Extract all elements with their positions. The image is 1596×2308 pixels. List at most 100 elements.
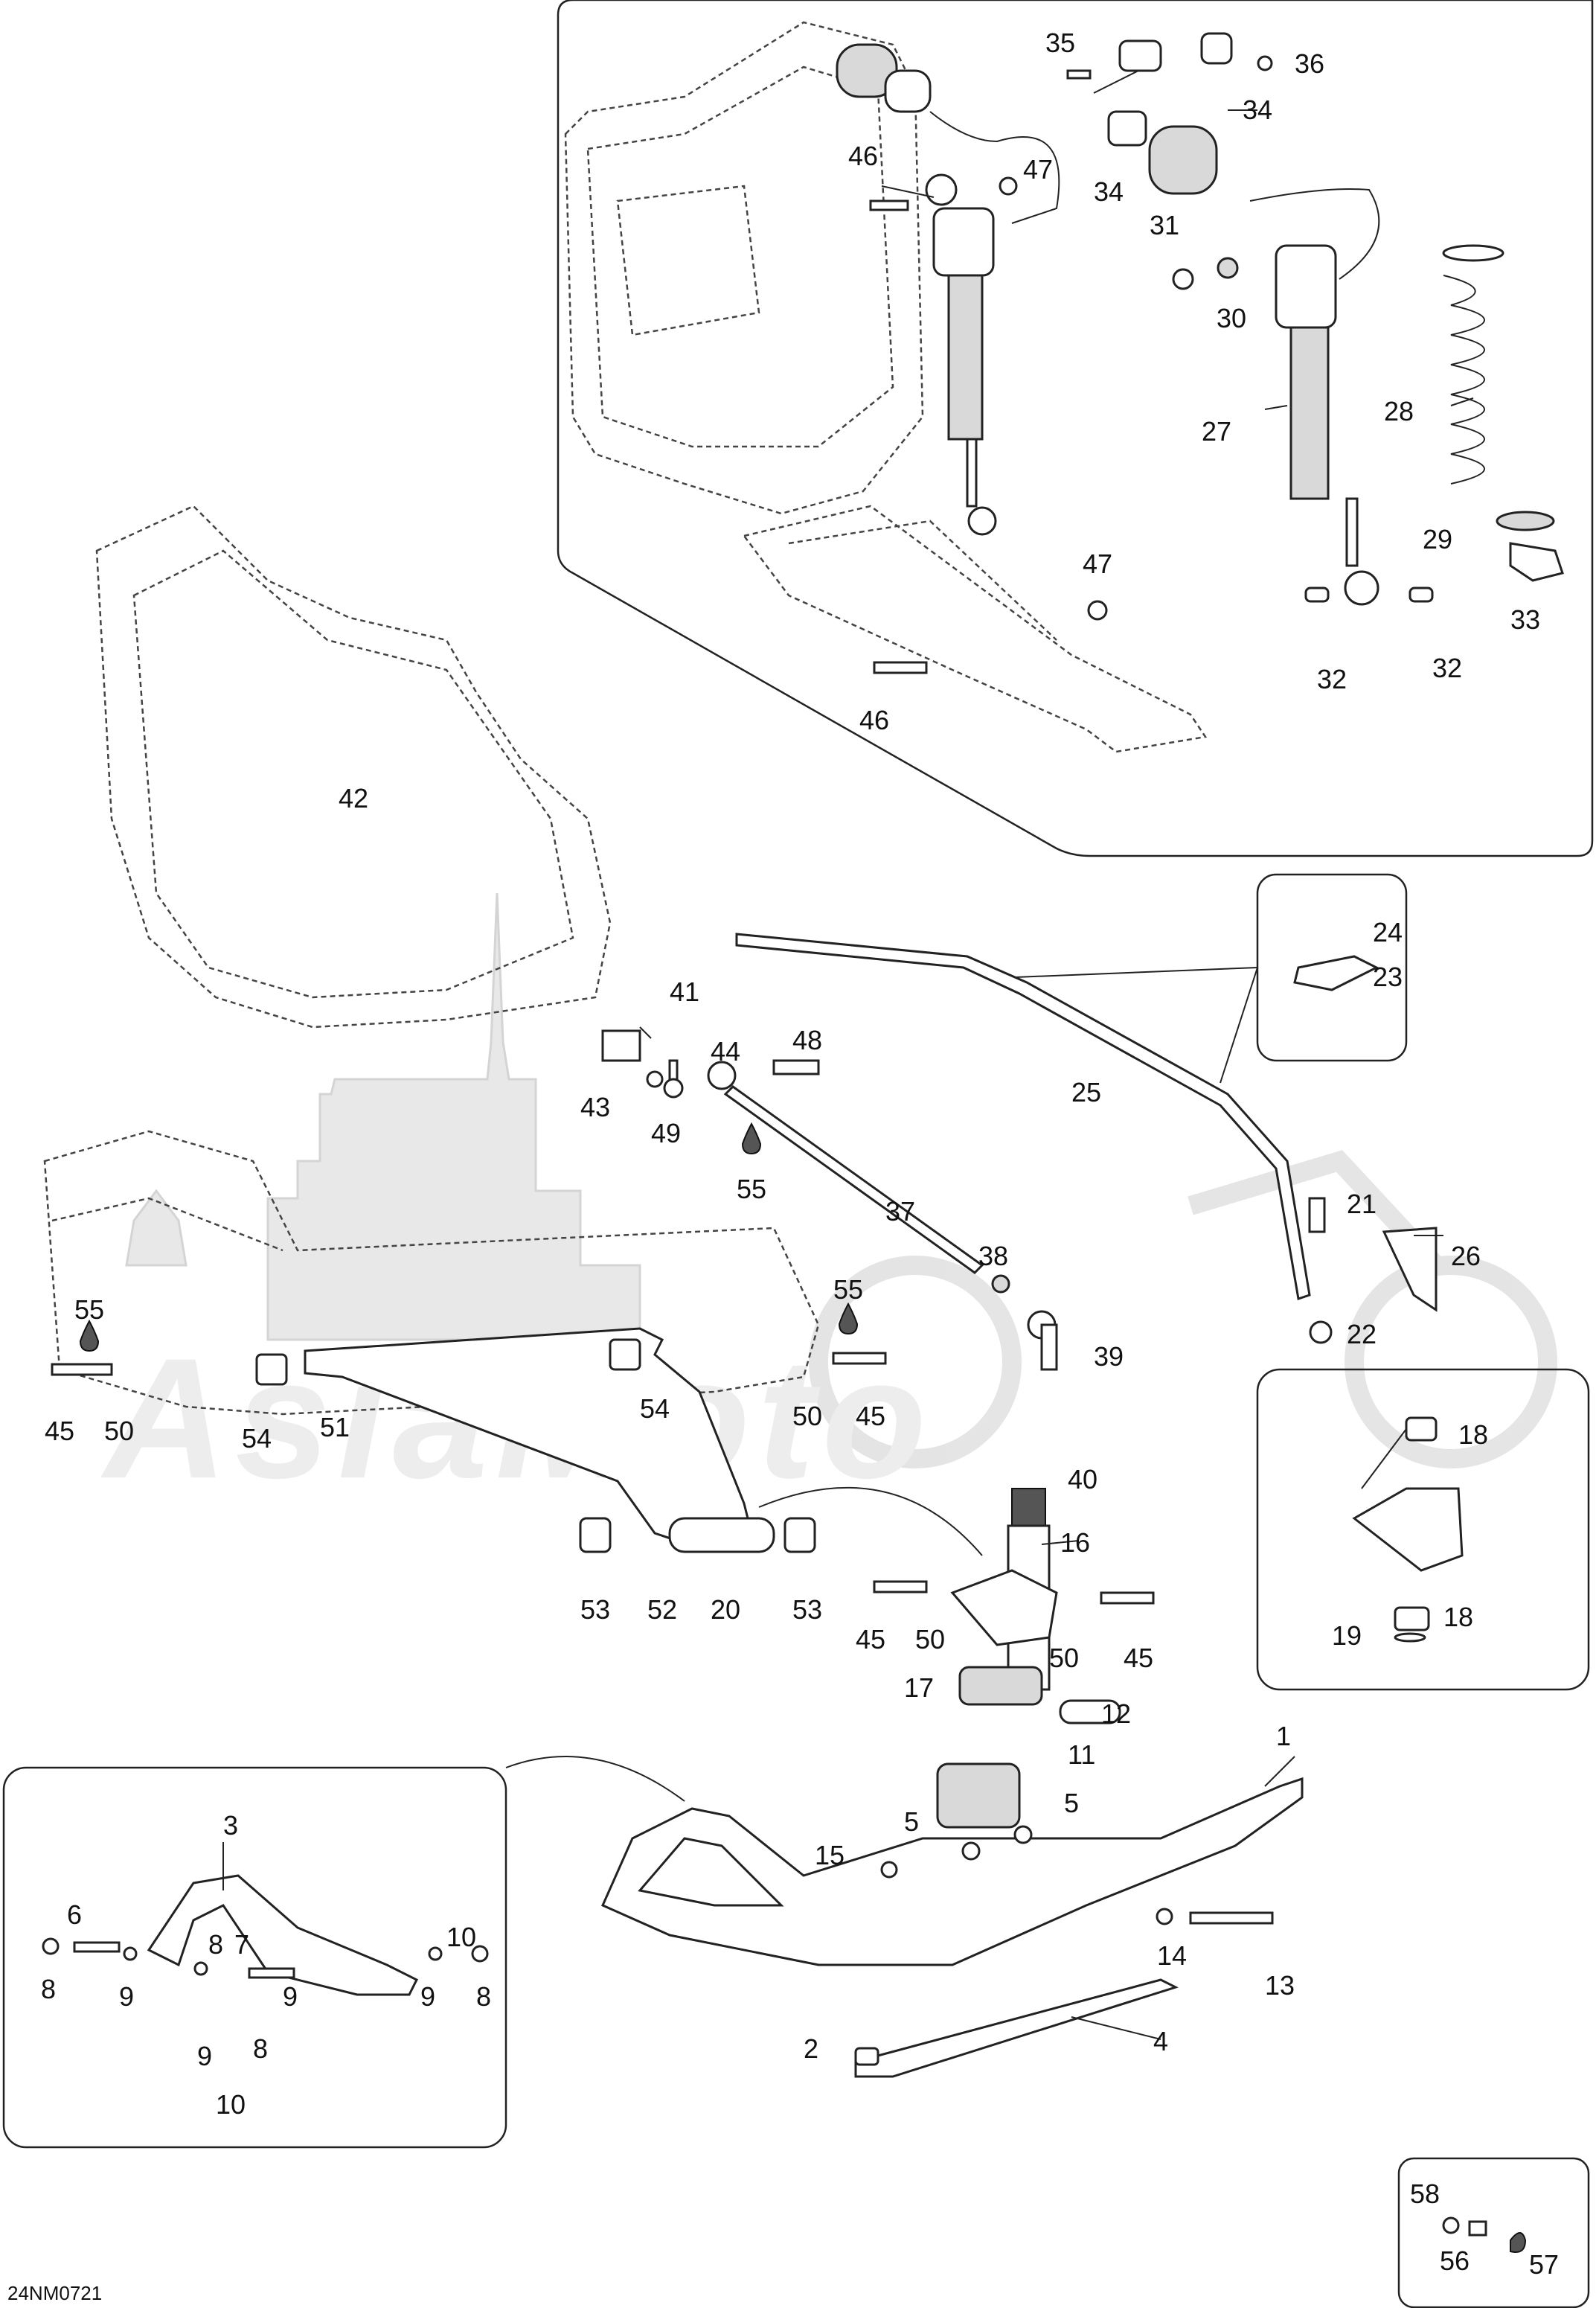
callout-label-38: 38: [978, 1241, 1008, 1271]
callout-label-34: 34: [1094, 176, 1124, 207]
callout-leader-lines: [222, 70, 1474, 2040]
callout-label-24: 24: [1373, 917, 1403, 947]
stabilizer-mount-panel: [1015, 873, 1408, 1084]
callout-label-17: 17: [904, 1672, 934, 1703]
callout-label-30: 30: [1217, 303, 1246, 333]
callout-label-36: 36: [1295, 48, 1324, 79]
callout-label-1: 1: [1276, 1721, 1291, 1751]
shock-absorber-left: [836, 43, 1060, 536]
callout-label-16: 16: [1060, 1527, 1090, 1558]
callout-label-22: 22: [1347, 1319, 1377, 1349]
callout-label-35: 35: [1045, 28, 1075, 58]
callout-label-23: 23: [1373, 962, 1403, 992]
callout-label-6: 6: [67, 1899, 82, 1930]
callout-label-8: 8: [253, 2033, 268, 2064]
callout-label-15: 15: [815, 1840, 845, 1870]
callout-label-50: 50: [792, 1401, 822, 1431]
callout-label-41: 41: [670, 976, 699, 1007]
shock-clamp-parts: [869, 32, 1273, 674]
callout-label-7: 7: [234, 1929, 249, 1960]
callout-label-49: 49: [651, 1118, 681, 1148]
callout-label-40: 40: [1068, 1464, 1097, 1495]
callout-label-34: 34: [1243, 95, 1272, 125]
callout-label-53: 53: [580, 1594, 610, 1625]
chassis-frame-upper: [564, 21, 1208, 753]
callout-label-12: 12: [1101, 1698, 1131, 1729]
callout-label-55: 55: [833, 1274, 863, 1305]
callout-label-26: 26: [1451, 1241, 1481, 1271]
ski-handle-panel: [2, 1766, 507, 2149]
callout-label-4: 4: [1153, 2026, 1168, 2056]
callout-label-19: 19: [1332, 1620, 1362, 1651]
steering-tie-rod: [663, 1059, 1058, 1371]
shock-absorber-detail-panel: [557, 0, 1594, 857]
callout-label-53: 53: [792, 1594, 822, 1625]
suspension-a-arm: [51, 1327, 887, 1553]
callout-label-32: 32: [1317, 664, 1347, 694]
callout-label-29: 29: [1423, 524, 1452, 554]
callout-label-51: 51: [320, 1412, 350, 1442]
callout-label-5: 5: [1064, 1788, 1079, 1818]
callout-label-47: 47: [1083, 549, 1112, 579]
callout-label-25: 25: [1071, 1077, 1101, 1107]
callout-label-2: 2: [804, 2033, 818, 2064]
callout-label-46: 46: [859, 705, 889, 735]
grease-fitting-panel: [1397, 2157, 1590, 2308]
callout-label-52: 52: [647, 1594, 677, 1625]
callout-label-48: 48: [792, 1025, 822, 1055]
callout-label-8: 8: [41, 1974, 56, 2004]
ski-spindle: [758, 1486, 1155, 1724]
callout-label-11: 11: [1068, 1739, 1095, 1770]
callout-label-13: 13: [1265, 1970, 1295, 2001]
grease-drop-icons: [79, 1122, 859, 1352]
callout-label-32: 32: [1432, 653, 1462, 683]
spindle-bushing-panel: [1256, 1368, 1590, 1691]
ski: [505, 1756, 1304, 2078]
callout-label-45: 45: [856, 1624, 885, 1655]
callout-label-55: 55: [74, 1294, 104, 1325]
callout-label-42: 42: [339, 783, 368, 813]
callout-label-45: 45: [1124, 1643, 1153, 1673]
stabilizer-bar: [735, 933, 1311, 1300]
callout-label-3: 3: [223, 1810, 238, 1841]
callout-label-9: 9: [420, 1981, 435, 2012]
callout-label-10: 10: [446, 1922, 476, 1952]
callout-label-50: 50: [1049, 1643, 1079, 1673]
callout-label-9: 9: [119, 1981, 134, 2012]
callout-label-50: 50: [915, 1624, 945, 1655]
callout-label-18: 18: [1458, 1419, 1488, 1450]
callout-label-27: 27: [1202, 416, 1231, 447]
callout-label-50: 50: [104, 1416, 134, 1446]
callout-label-8: 8: [208, 1929, 223, 1960]
callout-label-31: 31: [1150, 210, 1179, 240]
callout-label-54: 54: [640, 1393, 670, 1424]
callout-label-43: 43: [580, 1092, 610, 1122]
chassis-frame-main: [43, 505, 820, 1416]
shock-absorber-right: [1148, 125, 1434, 606]
callout-label-21: 21: [1347, 1189, 1377, 1219]
callout-label-58: 58: [1410, 2178, 1440, 2209]
callout-label-55: 55: [737, 1174, 766, 1204]
callout-label-9: 9: [197, 2041, 212, 2071]
drawing-code: 24NM0721: [7, 2282, 102, 2304]
callout-label-46: 46: [848, 141, 878, 171]
callout-label-37: 37: [885, 1196, 915, 1227]
callout-label-56: 56: [1440, 2245, 1470, 2276]
callout-label-10: 10: [216, 2089, 246, 2120]
callout-label-14: 14: [1157, 1940, 1187, 1971]
callout-label-57: 57: [1529, 2249, 1559, 2280]
callout-label-54: 54: [242, 1423, 272, 1454]
callout-label-5: 5: [904, 1806, 919, 1837]
callout-label-47: 47: [1023, 154, 1053, 185]
callout-label-9: 9: [283, 1981, 298, 2012]
callout-label-33: 33: [1510, 604, 1540, 635]
coil-spring: [1442, 244, 1564, 582]
callout-label-18: 18: [1443, 1602, 1473, 1632]
callout-label-44: 44: [711, 1036, 740, 1067]
callout-label-45: 45: [45, 1416, 74, 1446]
stabilizer-hardware: [601, 1029, 1438, 1344]
callout-label-8: 8: [476, 1981, 491, 2012]
callout-label-28: 28: [1384, 396, 1414, 426]
